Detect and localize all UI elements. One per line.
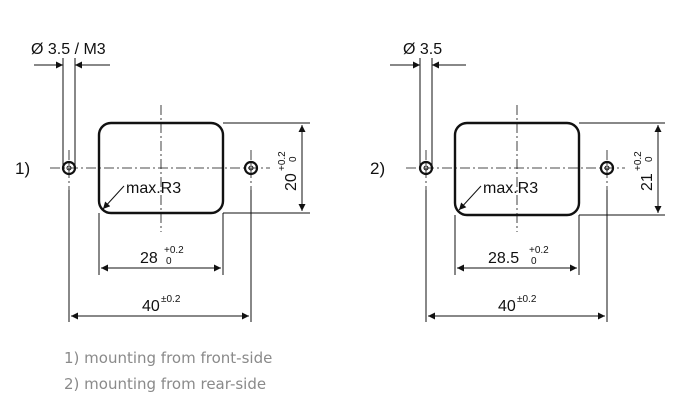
mounting-hole-right: [599, 160, 615, 176]
view-2-height-tol-lower: 0: [644, 156, 655, 162]
radius-leader: [458, 185, 482, 211]
view-1-width-tol-lower: 0: [166, 256, 172, 267]
view-2-width-tol-lower: 0: [531, 256, 537, 267]
view-2-width-value: 28.5: [488, 250, 519, 267]
view-2-pitch-tol: ±0.2: [517, 294, 537, 305]
legend-item-rear: 2) mounting from rear-side: [64, 375, 267, 393]
view-2-width-tol-upper: +0.2: [529, 245, 549, 256]
legend: 1) mounting from front-side 2) mounting …: [64, 345, 272, 397]
mounting-hole-right: [243, 160, 259, 176]
view-1-height-value: 20: [283, 173, 300, 191]
view-1-radius-label: max.R3: [126, 180, 181, 197]
view-1-height-tol-upper: +0.2: [277, 151, 288, 171]
view-2-height-tol-upper: +0.2: [633, 151, 644, 171]
mounting-hole-left: [61, 160, 77, 176]
legend-item-front: 1) mounting from front-side: [64, 349, 273, 367]
view-1-texts: 1) Ø 3.5 / M3 max.R3 20 +0.2 0 28 +0.2 0…: [15, 41, 300, 315]
view-2-label: 2): [370, 159, 385, 178]
view-2-rear-mounting: [390, 58, 665, 322]
radius-leader: [102, 185, 125, 210]
view-1-label: 1): [15, 159, 30, 178]
view-1-height-tol-lower: 0: [288, 156, 299, 162]
view-1-pitch-value: 40: [142, 298, 160, 315]
view-1-hole-label: Ø 3.5 / M3: [31, 41, 106, 58]
view-1-front-mounting: [34, 58, 310, 322]
cutout-outline: [453, 121, 581, 217]
view-2-texts: 2) Ø 3.5 max.R3 21 +0.2 0 28.5 +0.2 0 40…: [370, 41, 656, 315]
view-1-width-value: 28: [140, 250, 158, 267]
view-2-height-value: 21: [639, 173, 656, 191]
view-2-hole-label: Ø 3.5: [403, 41, 442, 58]
view-2-pitch-value: 40: [498, 298, 516, 315]
mounting-hole-left: [418, 160, 434, 176]
view-1-pitch-tol: ±0.2: [161, 294, 181, 305]
cutout-outline: [97, 121, 225, 215]
view-1-width-tol-upper: +0.2: [164, 245, 184, 256]
view-2-radius-label: max.R3: [483, 180, 538, 197]
